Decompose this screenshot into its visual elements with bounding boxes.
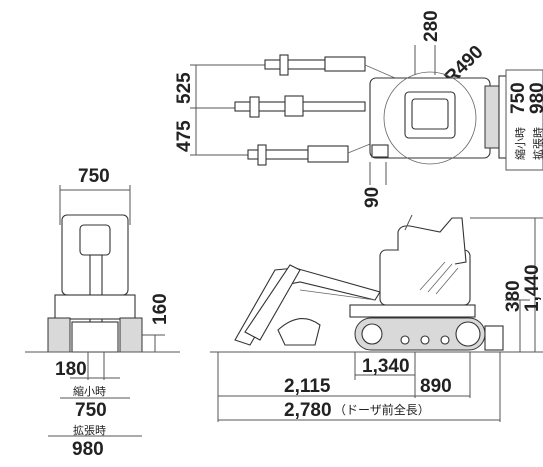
swing-radius-circle	[383, 71, 477, 165]
dozer-blade	[484, 325, 504, 351]
label-extended-top: 拡張時	[531, 127, 543, 160]
front-view: 750 160 180 縮小時 750 拡張時 980	[25, 166, 180, 460]
boom-upper	[244, 264, 301, 341]
sprocket-wheel	[455, 321, 481, 347]
dim-280: 280	[421, 10, 442, 42]
seat-front	[79, 224, 111, 256]
bucket-bottom	[257, 144, 267, 166]
track-front-left	[47, 317, 71, 353]
dim-475: 475	[174, 120, 195, 152]
roller-3	[440, 335, 450, 345]
dim-890: 890	[420, 376, 452, 397]
arm-bottom	[247, 149, 309, 160]
cover-stripes	[419, 261, 459, 295]
dim-980-top: 980	[527, 82, 543, 114]
arm-top-link	[364, 64, 396, 79]
dim-980-front: 980	[72, 439, 104, 460]
roller-2	[420, 335, 430, 345]
swing-frame	[349, 304, 476, 318]
label-retracted-top: 縮小時	[513, 127, 527, 160]
dim-2115: 2,115	[284, 376, 331, 397]
arm-bottom-joint	[307, 145, 349, 163]
dim-180: 180	[55, 359, 87, 380]
dim-750-top: 750	[508, 82, 529, 114]
side-view: 380 1,440 1,340 2,115 890 2,780 （ドーザ前全長）	[210, 214, 543, 422]
roller-1	[400, 335, 410, 345]
control-lever	[404, 214, 413, 231]
track-front-right	[119, 317, 143, 353]
arm-top	[264, 59, 326, 70]
dim-160: 160	[150, 293, 171, 325]
note-2780: （ドーザ前全長）	[334, 402, 430, 417]
boom-mid-position	[234, 95, 366, 118]
track-top-right	[484, 85, 500, 149]
boom-top-position	[264, 54, 396, 79]
bucket-side	[277, 318, 321, 346]
boom-side	[234, 264, 381, 346]
boom-cylinder	[299, 289, 376, 301]
idler-wheel	[361, 323, 383, 345]
dim-750-front-bottom: 750	[75, 400, 107, 421]
dim-750-front-top: 750	[78, 166, 110, 187]
seat-top	[411, 98, 449, 130]
top-view: 525 475 280 R490	[174, 10, 543, 208]
arm-mid-joint	[284, 95, 304, 117]
bucket-mid	[249, 96, 260, 118]
dim-380: 380	[503, 280, 524, 312]
track-side	[354, 317, 504, 351]
width-label-box	[505, 69, 543, 171]
boom-bottom-position	[247, 139, 381, 166]
dim-2780: 2,780	[284, 400, 332, 421]
dim-90: 90	[362, 187, 383, 208]
blade-front	[71, 321, 119, 353]
seat-back	[397, 217, 467, 265]
arm-top-joint	[324, 56, 366, 72]
label-extended-front: 拡張時	[73, 423, 106, 437]
machine-top-body	[369, 71, 508, 165]
lower-frame-front	[54, 294, 136, 320]
bucket-top	[279, 54, 289, 76]
track-top-left	[371, 144, 389, 158]
dim-1340: 1,340	[362, 356, 410, 377]
upper-structure-side	[349, 214, 476, 318]
dim-1440: 1,440	[522, 264, 543, 312]
label-retracted-front: 縮小時	[73, 384, 106, 398]
dim-525: 525	[174, 72, 195, 104]
machine-front-body	[47, 214, 143, 353]
